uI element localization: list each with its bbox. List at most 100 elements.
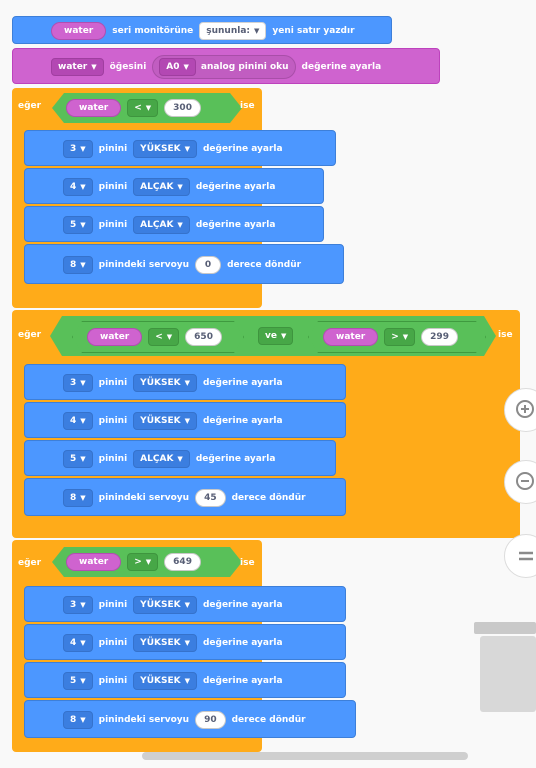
pin-state-dropdown[interactable]: YÜKSEK▼ — [133, 412, 197, 430]
number-input[interactable]: 650 — [185, 328, 222, 346]
block-text: değerine ayarla — [202, 600, 283, 610]
logic-operator-dropdown[interactable]: ve▼ — [258, 327, 293, 345]
digital-write-block[interactable]: 5▼ pinini ALÇAK▼ değerine ayarla — [24, 206, 324, 242]
trash-lid — [474, 622, 536, 634]
pin-dropdown[interactable]: 8▼ — [63, 256, 93, 274]
then-label: ise — [498, 330, 513, 340]
zoom-out-button[interactable] — [504, 460, 536, 504]
chevron-down-icon: ▼ — [177, 183, 183, 191]
set-variable-block[interactable]: water▼ öğesini A0▼ analog pinini oku değ… — [12, 48, 440, 84]
block-text: pinini — [98, 454, 128, 464]
digital-write-block[interactable]: 4▼ pinini ALÇAK▼ değerine ayarla — [24, 168, 324, 204]
variable-reporter-water[interactable]: water — [66, 553, 121, 571]
variable-reporter-water[interactable]: water — [51, 22, 107, 40]
digital-write-block[interactable]: 3▼ pinini YÜKSEK▼ değerine ayarla — [24, 586, 346, 622]
operator-dropdown[interactable]: >▼ — [127, 553, 158, 571]
if-block-2[interactable]: eğer water <▼ 650 ve▼ water >▼ 299 ise — [12, 310, 520, 538]
number-input[interactable]: 299 — [421, 328, 458, 346]
operator-dropdown[interactable]: >▼ — [384, 328, 415, 346]
serial-print-block[interactable]: water seri monitörüne şununla:▼ yeni sat… — [12, 16, 392, 44]
chevron-down-icon: ▼ — [80, 145, 86, 153]
angle-input[interactable]: 90 — [195, 711, 226, 729]
chevron-down-icon: ▼ — [80, 417, 86, 425]
pin-state-dropdown[interactable]: YÜKSEK▼ — [133, 672, 197, 690]
chevron-down-icon: ▼ — [254, 27, 260, 35]
block-text: öğesini — [109, 62, 147, 72]
serial-mode-dropdown[interactable]: şununla:▼ — [199, 22, 267, 40]
block-text: pinini — [98, 144, 128, 154]
analog-read-reporter[interactable]: A0▼ analog pinini oku — [152, 55, 296, 79]
number-input[interactable]: 649 — [164, 553, 201, 571]
servo-write-block[interactable]: 8▼ pinindeki servoyu 0 derece döndür — [24, 244, 344, 284]
pin-dropdown[interactable]: 3▼ — [63, 140, 93, 158]
chevron-down-icon: ▼ — [402, 333, 409, 341]
block-text: değerine ayarla — [202, 676, 283, 686]
operator-dropdown[interactable]: <▼ — [148, 328, 179, 346]
block-text: yeni satır yazdır — [272, 26, 355, 36]
chevron-down-icon: ▼ — [80, 677, 86, 685]
block-text: pinindeki servoyu — [98, 260, 190, 270]
pin-dropdown[interactable]: 8▼ — [63, 489, 93, 507]
pin-state-dropdown[interactable]: YÜKSEK▼ — [133, 596, 197, 614]
comparison-less-than[interactable]: water <▼ 300 — [52, 93, 242, 123]
and-condition[interactable]: water <▼ 650 ve▼ water >▼ 299 — [50, 316, 496, 356]
pin-dropdown[interactable]: 5▼ — [63, 672, 93, 690]
comparison-less-than[interactable]: water <▼ 650 — [72, 321, 244, 353]
pin-state-dropdown[interactable]: ALÇAK▼ — [133, 216, 190, 234]
pin-dropdown[interactable]: 3▼ — [63, 596, 93, 614]
pin-dropdown[interactable]: 4▼ — [63, 178, 93, 196]
angle-input[interactable]: 0 — [195, 256, 222, 274]
horizontal-scrollbar[interactable] — [142, 752, 468, 760]
pin-dropdown[interactable]: 5▼ — [63, 216, 93, 234]
servo-write-block[interactable]: 8▼ pinindeki servoyu 90 derece döndür — [24, 700, 356, 738]
chevron-down-icon: ▼ — [184, 677, 190, 685]
number-input[interactable]: 300 — [164, 99, 201, 117]
chevron-down-icon: ▼ — [184, 379, 190, 387]
then-label: ise — [240, 101, 255, 111]
chevron-down-icon: ▼ — [80, 601, 86, 609]
digital-write-block[interactable]: 4▼ pinini YÜKSEK▼ değerine ayarla — [24, 402, 346, 438]
comparison-greater-than[interactable]: water >▼ 649 — [52, 547, 242, 577]
variable-reporter-water[interactable]: water — [323, 328, 378, 346]
analog-pin-dropdown[interactable]: A0▼ — [159, 58, 196, 76]
chevron-down-icon: ▼ — [80, 455, 86, 463]
pin-dropdown[interactable]: 4▼ — [63, 412, 93, 430]
digital-write-block[interactable]: 5▼ pinini ALÇAK▼ değerine ayarla — [24, 440, 336, 476]
digital-write-block[interactable]: 3▼ pinini YÜKSEK▼ değerine ayarla — [24, 130, 336, 166]
pin-dropdown[interactable]: 8▼ — [63, 711, 93, 729]
chevron-down-icon: ▼ — [91, 63, 97, 71]
chevron-down-icon: ▼ — [145, 104, 152, 112]
pin-state-dropdown[interactable]: YÜKSEK▼ — [133, 374, 197, 392]
zoom-reset-button[interactable] — [504, 534, 536, 578]
block-text: seri monitörüne — [112, 26, 194, 36]
pin-dropdown[interactable]: 3▼ — [63, 374, 93, 392]
pin-state-dropdown[interactable]: ALÇAK▼ — [133, 178, 190, 196]
variable-reporter-water[interactable]: water — [87, 328, 142, 346]
operator-dropdown[interactable]: <▼ — [127, 99, 158, 117]
zoom-in-icon — [516, 400, 534, 418]
block-text: derece döndür — [231, 493, 306, 503]
comparison-greater-than[interactable]: water >▼ 299 — [308, 321, 486, 353]
servo-write-block[interactable]: 8▼ pinindeki servoyu 45 derece döndür — [24, 478, 346, 516]
digital-write-block[interactable]: 3▼ pinini YÜKSEK▼ değerine ayarla — [24, 364, 346, 400]
zoom-out-icon — [516, 472, 534, 490]
digital-write-block[interactable]: 5▼ pinini YÜKSEK▼ değerine ayarla — [24, 662, 346, 698]
zoom-in-button[interactable] — [504, 388, 536, 432]
chevron-down-icon: ▼ — [280, 332, 287, 340]
variable-dropdown[interactable]: water▼ — [51, 58, 104, 76]
block-text: değerine ayarla — [202, 638, 283, 648]
pin-state-dropdown[interactable]: ALÇAK▼ — [133, 450, 190, 468]
pin-dropdown[interactable]: 4▼ — [63, 634, 93, 652]
block-text: pinini — [98, 378, 128, 388]
pin-dropdown[interactable]: 5▼ — [63, 450, 93, 468]
variable-reporter-water[interactable]: water — [66, 99, 121, 117]
if-block-1[interactable]: eğer water <▼ 300 ise 3▼ pinini YÜKSEK▼ … — [12, 88, 344, 308]
chevron-down-icon: ▼ — [184, 601, 190, 609]
chevron-down-icon: ▼ — [80, 639, 86, 647]
angle-input[interactable]: 45 — [195, 489, 226, 507]
pin-state-dropdown[interactable]: YÜKSEK▼ — [133, 140, 197, 158]
if-block-3[interactable]: eğer water >▼ 649 ise 3▼ pinini YÜKSEK▼ … — [12, 540, 356, 752]
digital-write-block[interactable]: 4▼ pinini YÜKSEK▼ değerine ayarla — [24, 624, 346, 660]
pin-state-dropdown[interactable]: YÜKSEK▼ — [133, 634, 197, 652]
